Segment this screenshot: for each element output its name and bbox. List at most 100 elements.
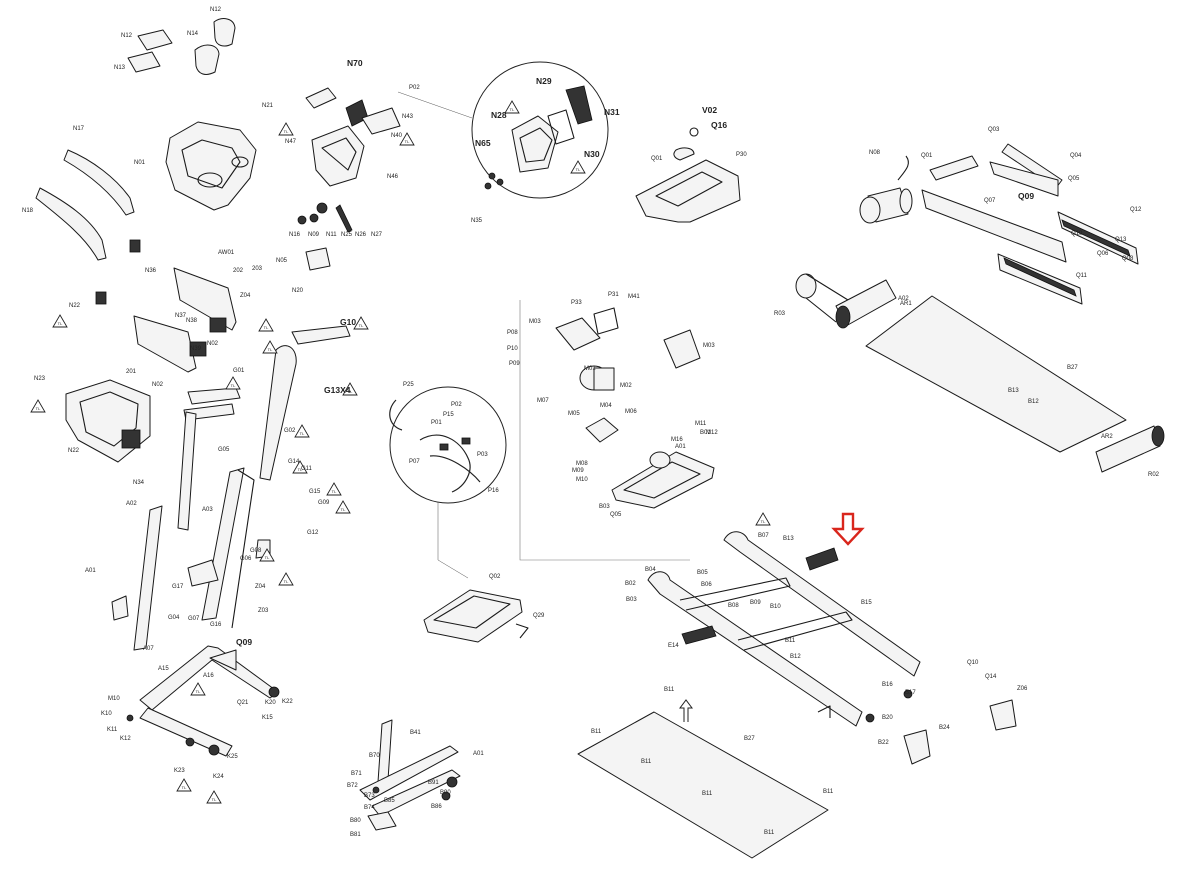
control-tray: [423, 589, 529, 643]
detail-circle-wiring: [389, 386, 507, 579]
part-label: M03: [703, 343, 715, 349]
part-label: K20: [265, 700, 276, 706]
part-label: B86: [431, 804, 442, 810]
part-label: M10: [576, 477, 588, 483]
part-label: N12: [210, 7, 222, 13]
part-label: P09: [509, 361, 520, 367]
part-label: N05: [276, 258, 288, 264]
part-label: Q06: [1097, 251, 1109, 257]
part-label: Q21: [237, 700, 249, 706]
speaker-grille: [213, 18, 236, 47]
part-label: N25: [341, 232, 353, 238]
running-deck: [577, 699, 829, 859]
part-label: P03: [477, 452, 488, 458]
part-label: B72: [347, 783, 358, 789]
part-label: N02: [207, 341, 219, 347]
part-label: N46: [387, 174, 399, 180]
part-label: K25: [227, 754, 238, 760]
part-label: N70: [347, 58, 363, 68]
part-label: N12: [121, 33, 133, 39]
part-label: N14: [187, 31, 199, 37]
part-label: B80: [350, 818, 361, 824]
part-label: N18: [22, 208, 34, 214]
part-label: P33: [571, 300, 582, 306]
rear-roller: [1095, 425, 1161, 473]
part-label: B09: [750, 600, 761, 606]
part-label: B11: [702, 791, 713, 797]
part-label: B12: [790, 654, 801, 660]
part-label: B11: [664, 687, 675, 693]
part-label: Q09: [236, 637, 252, 647]
part-label: B27: [744, 736, 755, 742]
part-label: B90: [440, 790, 451, 796]
part-label: B03: [599, 504, 610, 510]
part-label: B08: [728, 603, 739, 609]
part-label: Z06: [1017, 686, 1028, 692]
part-label: A07: [143, 646, 154, 652]
part-label: B02: [625, 581, 636, 587]
part-label: N39: [190, 346, 202, 352]
part-labels: N12N13N14N12N17N01N18N22N23N02N22N34N36N…: [22, 7, 1160, 838]
part-label: N31: [604, 107, 620, 117]
part-label: P08: [507, 330, 518, 336]
part-label: N09: [308, 232, 320, 238]
part-label: M09: [572, 468, 584, 474]
frame-rail: [647, 571, 863, 727]
part-label: N08: [869, 150, 881, 156]
part-label: K15: [262, 715, 273, 721]
part-label: M04: [600, 403, 612, 409]
part-label: N16: [289, 232, 301, 238]
part-label: B22: [878, 740, 889, 746]
part-label: G06: [240, 556, 252, 562]
part-label: M10: [108, 696, 120, 702]
side-rail: [929, 155, 979, 181]
part-label: Q29: [533, 613, 545, 619]
part-label: B10: [770, 604, 781, 610]
part-label: N47: [285, 139, 297, 145]
console-arm: [173, 267, 237, 331]
part-label: V02: [702, 105, 717, 115]
part-label: G16: [210, 622, 222, 628]
part-label: B11: [823, 789, 834, 795]
part-label: 203: [252, 266, 263, 272]
main-frame: [647, 531, 1017, 765]
part-label: A01: [85, 568, 96, 574]
part-label: N29: [536, 76, 552, 86]
highlight-arrow-icon: [831, 512, 865, 546]
part-label: Z04: [255, 584, 266, 590]
part-label: Q04: [1070, 153, 1082, 159]
part-label: K24: [213, 774, 224, 780]
part-label: B70: [369, 753, 380, 759]
part-label: N22: [68, 448, 80, 454]
belt-roller-assembly: [795, 143, 1165, 473]
handrail-tube: [259, 345, 297, 481]
part-label: Q01: [921, 153, 933, 159]
part-label: AR1: [900, 301, 912, 307]
part-label: Q10: [1071, 231, 1083, 237]
console-arm: [133, 315, 197, 373]
part-label: E14: [668, 643, 679, 649]
part-label: N28: [491, 110, 507, 120]
part-label: Q05: [1068, 176, 1080, 182]
part-label: B27: [1067, 365, 1078, 371]
part-label: Q02: [489, 574, 501, 580]
upright-post: [133, 505, 163, 651]
console-assembly: [35, 18, 257, 463]
deck-board: [865, 295, 1127, 453]
part-label: N23: [34, 376, 46, 382]
part-label: G02: [284, 428, 296, 434]
part-label: G04: [168, 615, 180, 621]
part-label: B03: [626, 597, 637, 603]
handlebar-grip: [63, 149, 135, 216]
part-label: Q11: [1076, 273, 1088, 279]
side-rail: [921, 189, 1067, 263]
upright-post: [201, 467, 245, 621]
part-label: Q03: [988, 127, 1000, 133]
part-label: Q07: [984, 198, 996, 204]
part-label: P30: [736, 152, 747, 158]
part-label: B11: [591, 729, 602, 735]
part-label: A01: [473, 751, 484, 757]
part-label: N17: [73, 126, 85, 132]
part-label: B16: [882, 682, 893, 688]
side-rail: [989, 161, 1059, 197]
